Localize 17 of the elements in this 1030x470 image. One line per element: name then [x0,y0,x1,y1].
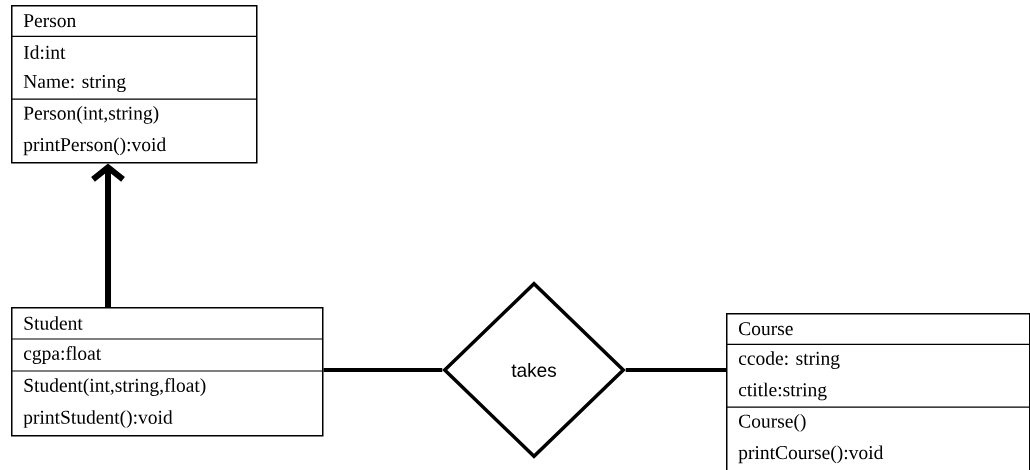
attribute-text: ctitle:string [738,382,827,401]
class-name: Person [23,14,76,28]
method-text: printPerson():void [23,137,166,156]
method-text: printStudent():void [23,410,173,428]
arrow [91,163,125,307]
connector-line [323,368,443,372]
method-text: printCourse():void [738,445,884,464]
attribute-text: Name: string [23,74,126,93]
attribute-text: cgpa:float [23,346,102,364]
attribute-text: Id:int [23,45,66,59]
method-text: Course() [739,414,806,432]
connector-line [625,368,726,372]
method-text: Person(int,string) [23,106,159,124]
attribute-text: ccode: string [738,351,840,369]
class-name: Course [739,322,793,336]
class-name: Student [24,316,83,330]
method-text: Student(int,string,float) [24,378,206,396]
